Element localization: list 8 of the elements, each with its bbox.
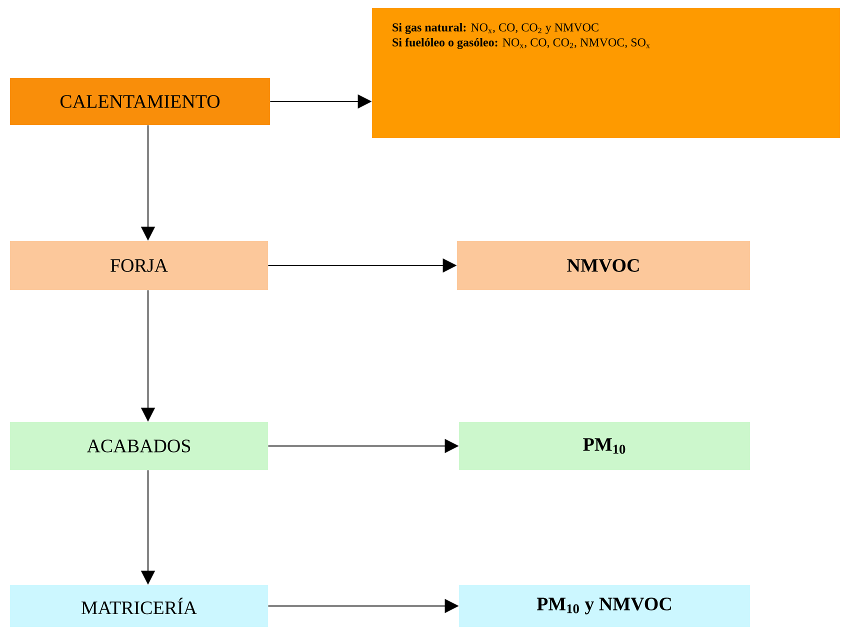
emissions-box: NMVOC <box>457 241 750 290</box>
process-box: CALENTAMIENTO <box>10 78 270 125</box>
emissions-box: PM$_{10}$ <box>459 422 750 470</box>
emissions-box: Si gas natural: NO$_{x}$, CO, CO$_{2}$ y NMVOC Si fuelóleo o gasóleo: NO$_{x}$, CO, CO$_{2}$, NMVOC, SO$_{x}$ <box>372 8 840 138</box>
process-box: MATRICERÍA <box>10 585 268 627</box>
emissions-box: PM$_{10}$ y NMVOC <box>459 585 750 627</box>
process-box: ACABADOS <box>10 422 268 470</box>
process-box: FORJA <box>10 241 268 290</box>
